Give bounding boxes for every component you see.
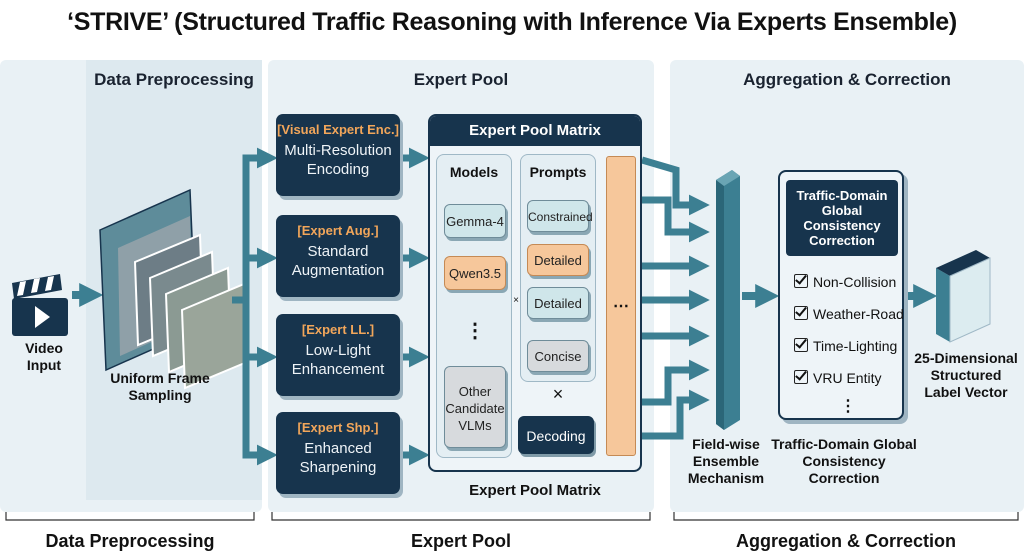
check-label: Non-Collision [813,274,897,290]
check-weather-road: Weather-Road [794,306,904,322]
prompt-constrained: Constrained [527,200,593,232]
arrows-experts-to-matrix [402,147,430,466]
correction-caption: Traffic-Domain Global Consistency Correc… [771,436,917,486]
arrows-matrix-to-ensemble [641,156,710,440]
model-other-candidates: Other Candidate VLMs [444,366,506,448]
expert-name: Low-Light Enhancement [291,342,385,378]
models-header: Models [449,164,499,180]
check-label: Time-Lighting [813,338,898,354]
expert-visual-encoding: [Visual Expert Enc.] Multi-Resolution En… [276,114,400,196]
model-qwen: Qwen3.5 [444,256,506,290]
decoding-box: Decoding [518,416,594,454]
frame-stack-icon [99,188,249,390]
prompts-decoding-cross: × [552,384,564,404]
check-time-lighting: Time-Lighting [794,338,904,354]
check-vru-entity: VRU Entity [794,370,904,386]
bottom-label-expert-pool: Expert Pool [410,531,512,551]
check-label: VRU Entity [813,370,882,386]
section-header-expert-pool: Expert Pool [413,70,509,89]
expert-name: Enhanced Sharpening [299,440,377,476]
bottom-label-preprocessing: Data Preprocessing [45,531,215,551]
prompt-concise: Concise [527,340,589,372]
matrix-header: Expert Pool Matrix [430,116,640,146]
checkbox-checked-icon [794,370,808,384]
checkbox-checked-icon [794,274,808,288]
expert-low-light: [Expert LL.] Low-Light Enhancement [276,314,400,396]
expert-tag: [Expert LL.] [301,322,375,337]
checkbox-checked-icon [794,338,808,352]
ensemble-label: Field-wise Ensemble Mechanism [687,436,765,486]
models-prompts-cross: × [513,295,519,306]
prompt-detailed-2: Detailed [527,287,589,319]
bottom-label-aggregation: Aggregation & Correction [735,531,956,551]
checks-more: ⋮ [840,398,856,415]
output-label: 25-Dimensional Structured Label Vector [914,350,1018,400]
checkbox-checked-icon [794,306,808,320]
section-header-aggregation: Aggregation & Correction [743,70,951,89]
brace-aggregation [673,512,1019,521]
expert-tag: [Expert Shp.] [297,420,379,435]
video-input-label: Video Input [25,340,63,373]
expert-augmentation: [Expert Aug.] Standard Augmentation [276,215,400,297]
expert-name: Standard Augmentation [291,243,385,279]
section-header-preprocessing: Data Preprocessing [94,70,254,89]
matrix-output-ellipsis: ⋯ [613,298,629,315]
prompt-detailed-1: Detailed [527,244,589,276]
ensemble-bar [716,170,740,430]
diagram-title: ‘STRIVE’ (Structured Traffic Reasoning w… [67,8,957,36]
uniform-sampling-label: Uniform Frame Sampling [110,370,210,403]
expert-name: Multi-Resolution Encoding [284,142,392,178]
models-more: ⋮ [465,320,485,342]
expert-sharpening: [Expert Shp.] Enhanced Sharpening [276,412,400,494]
video-clapper-icon [12,274,68,336]
expert-tag: [Expert Aug.] [297,223,379,238]
arrows-sampling-to-experts [232,147,278,466]
prompts-header: Prompts [529,164,587,180]
check-non-collision: Non-Collision [794,274,904,290]
matrix-output-column [606,156,636,456]
expert-tag: [Visual Expert Enc.] [277,122,399,137]
output-vector-cube [936,250,991,343]
brace-preprocessing [5,512,255,521]
brace-expert-pool [271,512,651,521]
check-label: Weather-Road [813,306,904,322]
model-gemma: Gemma-4 [444,204,506,238]
correction-header: Traffic-Domain Global Consistency Correc… [786,180,898,256]
matrix-caption: Expert Pool Matrix [469,482,601,499]
